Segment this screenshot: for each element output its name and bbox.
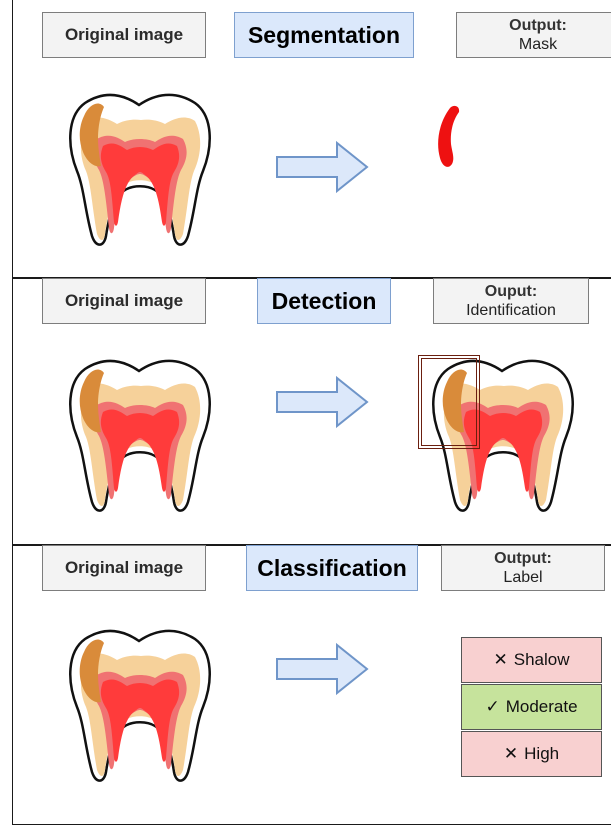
output-type: Identification [434, 301, 588, 320]
tooth-icon [55, 86, 225, 256]
label-high: ✕ High [461, 731, 602, 777]
output-heading: Output: [457, 16, 611, 35]
arrow-right-icon [274, 642, 370, 696]
bounding-box [418, 355, 480, 449]
label-moderate: ✓ Moderate [461, 684, 602, 730]
output-label-label: Output: Label [441, 545, 605, 591]
check-icon: ✓ [485, 697, 499, 716]
cross-icon: ✕ [504, 744, 518, 763]
output-identification-label: Ouput: Identification [433, 278, 589, 324]
detection-title: Detection [257, 278, 391, 324]
output-heading: Output: [442, 549, 604, 568]
classification-title: Classification [246, 545, 418, 591]
original-image-label: Original image [42, 12, 206, 58]
label-text: High [524, 744, 559, 763]
arrow-right-icon [274, 140, 370, 194]
tooth-icon [55, 622, 225, 792]
arrow-right-icon [274, 375, 370, 429]
label-shalow: ✕ Shalow [461, 637, 602, 683]
output-type: Label [442, 568, 604, 587]
cross-icon: ✕ [493, 650, 507, 669]
output-mask-label: Output: Mask [456, 12, 611, 58]
original-image-label: Original image [42, 545, 206, 591]
label-text: Moderate [506, 697, 578, 716]
tooth-icon [55, 352, 225, 522]
output-heading: Ouput: [434, 282, 588, 301]
label-text: Shalow [514, 650, 570, 669]
mask-shape [428, 100, 468, 172]
segmentation-title: Segmentation [234, 12, 414, 58]
output-type: Mask [457, 35, 611, 54]
original-image-label: Original image [42, 278, 206, 324]
